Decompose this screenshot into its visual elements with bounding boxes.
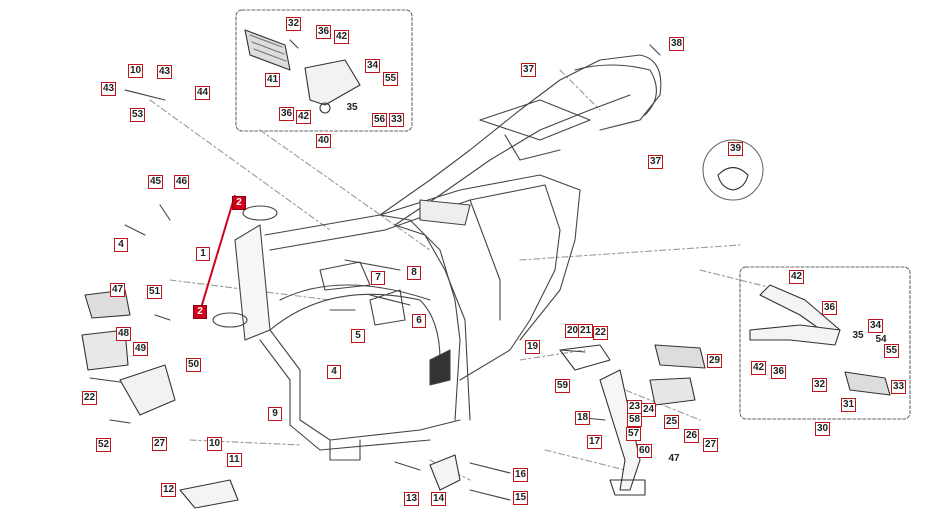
callout-38: 38 [669, 37, 685, 51]
callout-4a: 4 [114, 238, 128, 252]
callout-10a: 10 [128, 64, 144, 78]
callout-25: 25 [664, 415, 680, 429]
callout-55a: 55 [383, 72, 399, 86]
callout-30: 30 [815, 422, 831, 436]
callout-4b: 4 [327, 365, 341, 379]
callout-16: 16 [513, 468, 529, 482]
callout-22a: 22 [82, 391, 98, 405]
callout-1: 1 [196, 247, 210, 261]
callout-50: 50 [186, 358, 202, 372]
callout-9: 9 [268, 407, 282, 421]
footrest-middle [649, 344, 706, 406]
callout-43b: 43 [101, 82, 117, 96]
callout-52: 52 [96, 438, 112, 452]
callout-11: 11 [227, 453, 242, 467]
callout-36b: 36 [279, 107, 295, 121]
callout-21: 21 [578, 324, 594, 338]
callout-54: 54 [875, 334, 887, 345]
callout-27a: 27 [152, 437, 168, 451]
footrest-peg-top [244, 29, 361, 114]
callout-7: 7 [371, 271, 385, 285]
footrest-inset-box-right [739, 266, 911, 420]
callout-60: 60 [637, 444, 653, 458]
callout-2a: 2 [232, 196, 246, 210]
engine-mounts [179, 454, 461, 509]
callout-10b: 10 [207, 437, 223, 451]
callout-2b: 2 [193, 305, 207, 319]
callout-18: 18 [575, 411, 591, 425]
main-frame [212, 54, 662, 461]
callout-36c: 36 [822, 301, 838, 315]
bolts [89, 39, 661, 501]
callout-36a: 36 [316, 25, 332, 39]
callout-8: 8 [407, 266, 421, 280]
footrest-bracket-right [749, 284, 891, 396]
callout-17: 17 [587, 435, 603, 449]
callout-46: 46 [174, 175, 190, 189]
callout-39: 39 [728, 142, 744, 156]
callout-35b: 35 [852, 330, 864, 341]
callout-36d: 36 [771, 365, 787, 379]
highlight-marker-line [197, 194, 236, 319]
callout-58: 58 [627, 413, 643, 427]
callout-19: 19 [525, 340, 541, 354]
callout-12: 12 [161, 483, 177, 497]
callout-47b: 47 [668, 453, 680, 464]
callout-31: 31 [841, 398, 857, 412]
callout-6: 6 [412, 314, 426, 328]
callout-40: 40 [316, 134, 332, 148]
callout-57: 57 [626, 427, 642, 441]
callout-34b: 34 [868, 319, 884, 333]
callout-51: 51 [147, 285, 163, 299]
callout-48: 48 [116, 327, 132, 341]
callout-13: 13 [404, 492, 420, 506]
callout-41: 41 [265, 73, 281, 87]
callout-42c: 42 [789, 270, 805, 284]
callout-33b: 33 [891, 380, 907, 394]
callout-53: 53 [130, 108, 146, 122]
callout-42a: 42 [334, 30, 350, 44]
hose-clamp [717, 166, 749, 191]
callout-44: 44 [195, 86, 211, 100]
callout-22b: 22 [593, 326, 609, 340]
callout-32a: 32 [286, 17, 302, 31]
callout-47a: 47 [110, 283, 126, 297]
callout-35a: 35 [346, 102, 358, 113]
callout-29: 29 [707, 354, 723, 368]
callout-26: 26 [684, 429, 700, 443]
callout-55b: 55 [884, 344, 900, 358]
callout-27b: 27 [703, 438, 719, 452]
callout-45: 45 [148, 175, 164, 189]
callout-43a: 43 [157, 65, 173, 79]
callout-14: 14 [431, 492, 447, 506]
callout-42b: 42 [296, 110, 312, 124]
callout-33a: 33 [389, 113, 405, 127]
callout-15: 15 [513, 491, 529, 505]
callout-56: 56 [372, 113, 388, 127]
callout-34a: 34 [365, 59, 381, 73]
clamp-circle [702, 139, 764, 201]
callout-59: 59 [555, 379, 571, 393]
footrest-inset-box-top [235, 9, 413, 132]
callout-37a: 37 [521, 63, 537, 77]
callout-37b: 37 [648, 155, 664, 169]
side-stand [559, 344, 646, 496]
callout-42d: 42 [751, 361, 767, 375]
callout-23: 23 [627, 400, 643, 414]
callout-49: 49 [133, 342, 149, 356]
callout-5: 5 [351, 329, 365, 343]
callout-32b: 32 [812, 378, 828, 392]
callout-24: 24 [641, 403, 657, 417]
